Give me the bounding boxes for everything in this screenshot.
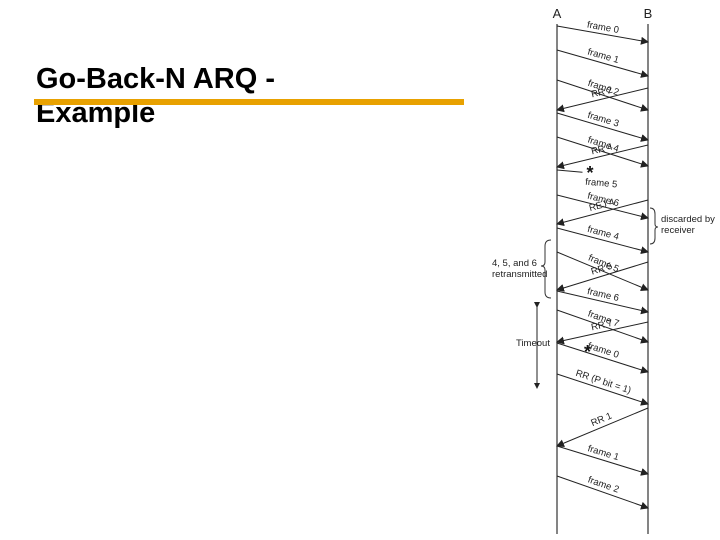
message-4: RR 2 (556, 85, 649, 113)
message-arrow (556, 227, 649, 255)
message-18: RR (P bit = 1) (556, 368, 649, 406)
message-11: frame 4 (556, 224, 649, 255)
lost-frame-marker: * (586, 163, 593, 183)
message-arrow (556, 199, 649, 227)
message-17: frame 0 (556, 341, 649, 374)
message-label: frame 5 (585, 177, 618, 191)
message-arrow (556, 309, 649, 344)
message-arrow (556, 25, 649, 45)
message-arrow (556, 144, 649, 170)
message-10: REJ 4 (556, 197, 649, 227)
message-label: RR 1 (589, 411, 613, 430)
message-arrow (556, 407, 649, 447)
discarded-line-2: receiver (661, 225, 695, 236)
station-b-label: B (644, 6, 653, 21)
message-20: frame 1 (556, 443, 649, 476)
message-5: frame 3 (556, 110, 649, 142)
message-arrow (556, 475, 649, 510)
discarded-annotation: discarded by receiver (661, 214, 718, 236)
message-13: RR 5 (556, 261, 649, 292)
message-14: frame 6 (556, 286, 649, 315)
message-arrow (556, 194, 649, 221)
message-label: RR 2 (590, 85, 614, 101)
message-arrow (556, 261, 649, 292)
message-label: frame 0 (586, 20, 620, 36)
message-label: RR 4 (590, 142, 614, 158)
message-19: RR 1 (556, 407, 649, 447)
message-16: RR 7 (556, 318, 649, 345)
title-underline (34, 99, 464, 105)
message-arrow (556, 342, 649, 374)
message-arrow (556, 79, 649, 112)
lost-ack-marker: * (584, 342, 591, 362)
discarded-line-1: discarded by (661, 214, 715, 225)
retransmitted-annotation: 4, 5, and 6 retransmitted (492, 258, 547, 280)
station-a-label: A (553, 6, 562, 21)
message-arrow (556, 290, 649, 315)
message-arrow (556, 136, 649, 168)
message-2: frame 1 (556, 47, 649, 78)
message-label: RR 7 (590, 318, 614, 333)
message-arrow (556, 373, 649, 406)
message-7: RR 4 (556, 142, 649, 170)
message-1: frame 0 (556, 20, 649, 45)
message-arrow (556, 49, 649, 78)
retransmitted-line-1: 4, 5, and 6 (492, 258, 537, 269)
message-arrow (556, 321, 649, 345)
discarded-brace (649, 207, 659, 245)
message-21: frame 2 (556, 475, 649, 510)
message-arrow (556, 445, 649, 476)
message-arrow (556, 251, 649, 291)
message-arrow (556, 87, 649, 113)
retransmitted-brace (540, 239, 552, 299)
retransmitted-line-2: retransmitted (492, 269, 547, 280)
message-arrow (556, 169, 583, 173)
message-8: frame 5* (556, 163, 618, 191)
timeout-label: Timeout (516, 338, 550, 349)
message-arrow (556, 112, 649, 142)
